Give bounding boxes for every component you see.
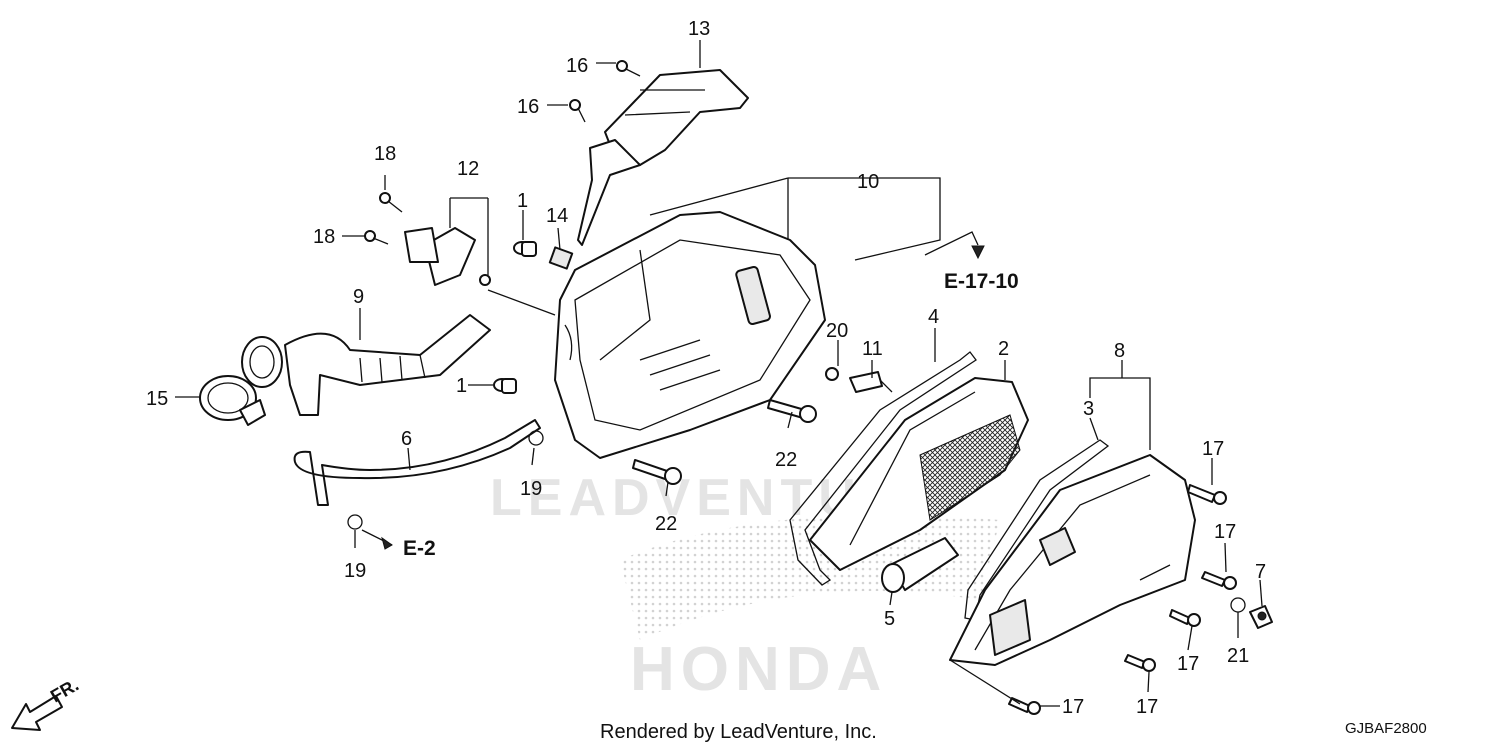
bolts-16 — [569, 60, 641, 123]
callout-18-lower: 18 — [313, 226, 335, 248]
callout-17-e: 17 — [1062, 696, 1084, 718]
screws-17 — [1008, 484, 1237, 715]
callout-15: 15 — [146, 388, 168, 410]
callout-1-lower: 1 — [456, 375, 467, 397]
callout-17-a: 17 — [1202, 438, 1224, 460]
callout-9: 9 — [353, 286, 364, 308]
grommets-1 — [493, 241, 537, 394]
callout-12: 12 — [457, 158, 479, 180]
callout-19-lower: 19 — [344, 560, 366, 582]
callout-10: 10 — [857, 171, 879, 193]
callout-8: 8 — [1114, 340, 1125, 362]
part-10-air-cleaner-case — [554, 211, 826, 459]
clip-21 — [1230, 597, 1246, 613]
callout-22-lower: 22 — [655, 513, 677, 535]
reference-e-17-10: E-17-10 — [944, 270, 1019, 293]
callout-18-upper: 18 — [374, 143, 396, 165]
reference-arrows — [361, 245, 985, 550]
bolts-22 — [632, 399, 817, 485]
part-8-cover — [949, 454, 1196, 666]
part-15-clamp — [199, 375, 266, 426]
front-direction-indicator: FR. — [11, 675, 82, 731]
part-4-seal — [789, 351, 977, 586]
callout-17-b: 17 — [1214, 521, 1236, 543]
part-3-seal — [964, 439, 1110, 621]
part-11-drain-plug — [849, 371, 893, 393]
callout-16-upper: 16 — [566, 55, 588, 77]
callout-14: 14 — [546, 205, 568, 227]
reference-e-2: E-2 — [403, 537, 436, 560]
callout-16-lower: 16 — [517, 96, 539, 118]
part-5-funnel — [881, 537, 959, 593]
clip-20 — [825, 367, 839, 381]
callout-4: 4 — [928, 306, 939, 328]
clip-14 — [548, 246, 574, 270]
leader-lines — [175, 40, 1263, 707]
callout-13: 13 — [688, 18, 710, 40]
part-9-connecting-tube — [241, 314, 491, 416]
watermark-honda: HONDA — [630, 635, 887, 704]
callout-19-upper: 19 — [520, 478, 542, 500]
part-2-filter-element — [809, 377, 1029, 571]
front-arrow-icon — [11, 695, 63, 731]
part-12-sensor — [404, 227, 491, 286]
callout-22-upper: 22 — [775, 449, 797, 471]
watermark-wing-logo — [620, 515, 1000, 640]
callout-6: 6 — [401, 428, 412, 450]
drawing-code: GJBAF2800 — [1345, 720, 1427, 737]
footer-credit: Rendered by LeadVenture, Inc. — [600, 721, 877, 743]
part-6-drain-tube — [293, 419, 541, 506]
bolts-18 — [364, 192, 403, 245]
callout-20: 20 — [826, 320, 848, 342]
part-13-cover — [577, 69, 749, 246]
clips-19 — [347, 430, 544, 530]
callout-21: 21 — [1227, 645, 1249, 667]
callout-1-upper: 1 — [517, 190, 528, 212]
callout-17-d: 17 — [1136, 696, 1158, 718]
watermark: LEADVENTURE HONDA — [490, 469, 1000, 704]
callout-7: 7 — [1255, 561, 1266, 583]
callout-numbers: 13 16 16 18 18 12 1 14 10 9 4 20 11 2 8 … — [146, 18, 1266, 718]
callout-5: 5 — [884, 608, 895, 630]
part-7-plug — [1249, 605, 1273, 629]
callout-17-c: 17 — [1177, 653, 1199, 675]
callout-11: 11 — [862, 338, 883, 360]
callout-2: 2 — [998, 338, 1009, 360]
callout-3: 3 — [1083, 398, 1094, 420]
